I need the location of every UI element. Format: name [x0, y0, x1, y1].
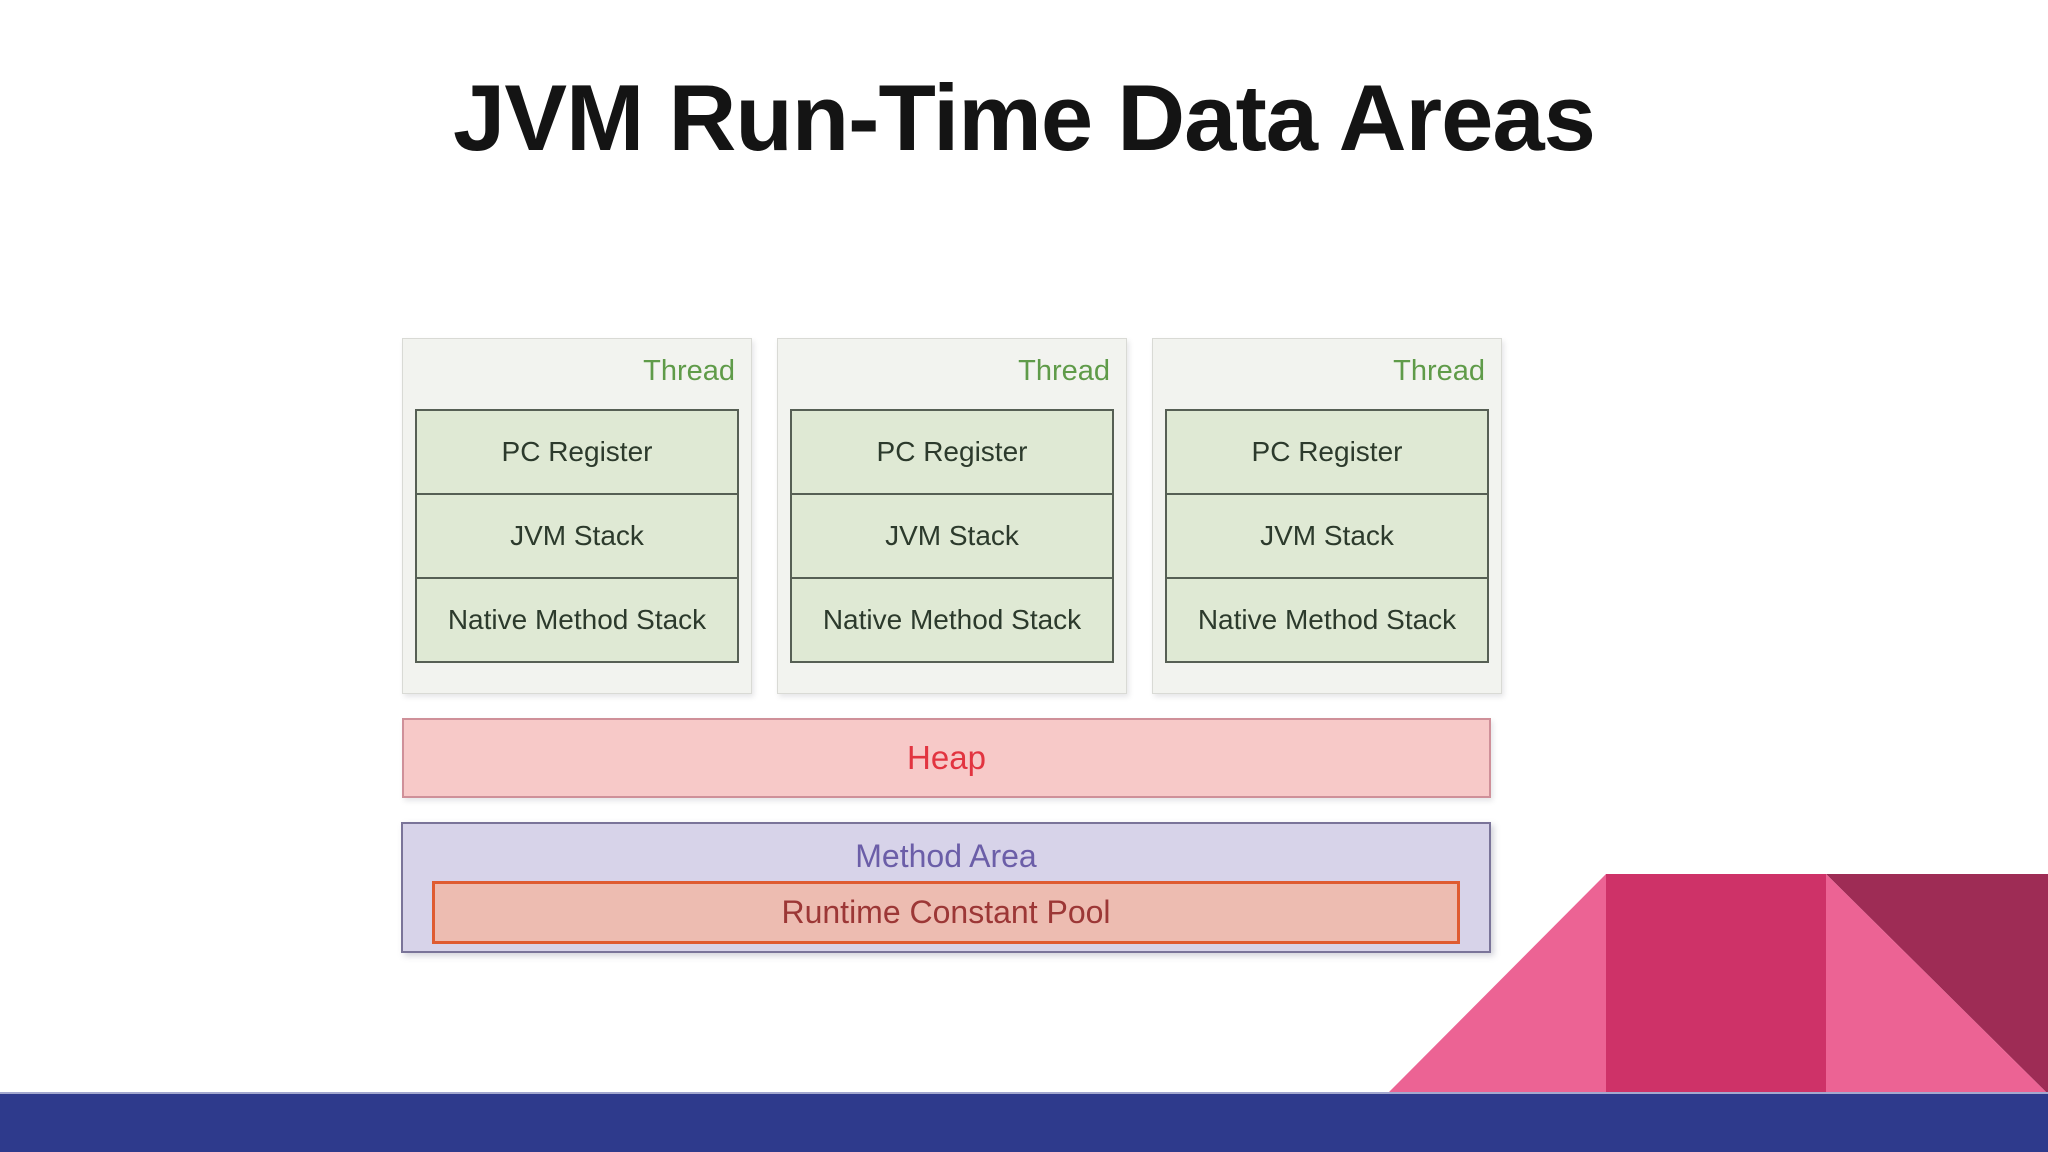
- magenta-rectangle: [1606, 874, 1826, 1094]
- thread-panel-3: Thread PC Register JVM Stack Native Meth…: [1152, 338, 1502, 694]
- thread-stack: PC Register JVM Stack Native Method Stac…: [1165, 409, 1489, 663]
- thread-stack: PC Register JVM Stack Native Method Stac…: [790, 409, 1114, 663]
- corner-decoration: [1387, 874, 2048, 1094]
- pc-register-box: PC Register: [415, 409, 739, 495]
- method-area-box: Method Area Runtime Constant Pool: [401, 822, 1491, 953]
- thread-panel-2: Thread PC Register JVM Stack Native Meth…: [777, 338, 1127, 694]
- thread-stack: PC Register JVM Stack Native Method Stac…: [415, 409, 739, 663]
- jvm-stack-box: JVM Stack: [415, 493, 739, 579]
- page-title: JVM Run-Time Data Areas: [453, 65, 1596, 170]
- method-area-label: Method Area: [855, 838, 1037, 874]
- jvm-stack-box: JVM Stack: [790, 493, 1114, 579]
- heap-box: Heap: [402, 718, 1491, 798]
- bottom-bar: [0, 1092, 2048, 1152]
- pc-register-box: PC Register: [1165, 409, 1489, 495]
- thread-panel-1: Thread PC Register JVM Stack Native Meth…: [402, 338, 752, 694]
- thread-label: Thread: [643, 355, 735, 387]
- thread-label: Thread: [1018, 355, 1110, 387]
- thread-label: Thread: [1393, 355, 1485, 387]
- runtime-constant-pool-box: Runtime Constant Pool: [432, 881, 1460, 944]
- native-method-stack-box: Native Method Stack: [415, 577, 739, 663]
- jvm-stack-box: JVM Stack: [1165, 493, 1489, 579]
- pc-register-box: PC Register: [790, 409, 1114, 495]
- native-method-stack-box: Native Method Stack: [790, 577, 1114, 663]
- pink-triangle-right: [1826, 874, 2048, 1094]
- pink-triangle-left: [1387, 874, 1606, 1094]
- native-method-stack-box: Native Method Stack: [1165, 577, 1489, 663]
